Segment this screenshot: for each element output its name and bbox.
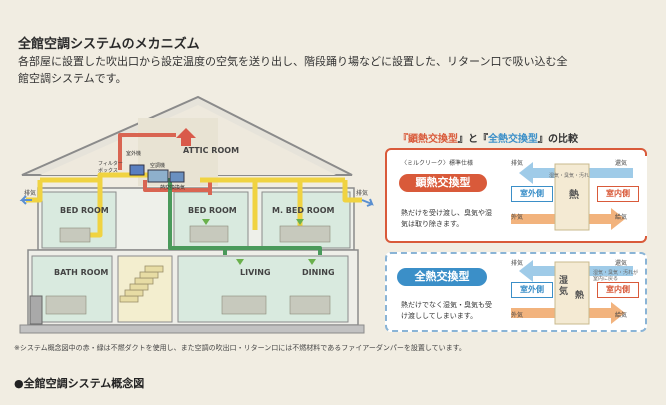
card1-indoor-label: 室内側 <box>597 186 639 202</box>
card1-exhaust-label: 排気 <box>511 160 524 167</box>
heading-suffix: 』の比較 <box>538 134 578 145</box>
exhaust-arrow-left <box>19 195 32 205</box>
figure-caption: ●全館空調システム概念図 <box>14 377 145 390</box>
comparison-heading: 『顕熱交換型』と『全熱交換型』の比較 <box>398 130 578 145</box>
card1-spec-note: 〈ミルクリーク〉標準仕様 <box>401 160 474 167</box>
room-label-dining: DINING <box>302 268 335 277</box>
heading-type2: 全熱交換型 <box>488 134 538 145</box>
card2-intake-label: 外気 <box>511 312 524 319</box>
card1-supply-label: 給気 <box>615 214 628 221</box>
card1-outdoor-label: 室外側 <box>511 186 553 202</box>
room-label-bath: BATH ROOM <box>54 268 109 277</box>
room-label-bed2: BED ROOM <box>188 206 237 215</box>
card2-name-badge: 全熱交換型 <box>397 268 487 286</box>
unit-label-b: フィルター ボックス <box>98 161 123 174</box>
room-label-bed1: BED ROOM <box>60 206 109 215</box>
card2-outdoor-label: 室外側 <box>511 282 553 298</box>
exhaust-arrow-right <box>361 198 374 207</box>
exhaust-label-right: 排気 <box>356 190 369 197</box>
furniture <box>45 225 331 315</box>
page-title: 全館空調システムのメカニズム <box>18 37 200 52</box>
outdoor-unit <box>29 295 43 325</box>
card2-description: 熱だけでなく湿気・臭気も受け渡ししてしまいます。 <box>401 301 492 320</box>
footnote: ※システム概念図中の赤・緑は不燃ダクトを使用し、また空調の吹出口・リターン口には… <box>14 344 466 352</box>
sensible-heat-card: 〈ミルクリーク〉標準仕様 顕熱交換型 熱だけを受け渡し、臭気や湿気は取り除きます… <box>385 148 647 243</box>
card1-intake-label: 外気 <box>511 214 524 221</box>
heading-prefix: 『 <box>398 134 408 145</box>
card2-diagram <box>511 260 633 325</box>
card2-center-label-a: 湿気 <box>559 276 569 297</box>
air-handler <box>147 169 169 183</box>
filter-box <box>129 164 145 176</box>
room-label-attic: ATTIC ROOM <box>183 146 240 155</box>
card1-name-badge: 顕熱交換型 <box>399 174 487 192</box>
attic-arrow <box>176 128 196 146</box>
hvac-unit <box>169 171 185 183</box>
green-duct <box>168 178 322 255</box>
card2-indoor-label: 室内側 <box>597 282 639 298</box>
exhaust-label-left: 排気 <box>24 190 37 197</box>
staircase <box>119 265 164 303</box>
description-text: 各部屋に設置した吹出口から設定温度の空気を送り出し、階段踊り場などに設置した、リ… <box>18 55 568 85</box>
unit-label-a: 室外機 <box>126 151 142 157</box>
card1-description: 熱だけを受け渡し、臭気や湿気は取り除きます。 <box>401 209 492 228</box>
room-label-mbed: M. BED ROOM <box>272 206 335 215</box>
card1-smell-note: 湿気・臭気・汚れ <box>549 173 590 179</box>
card2-smell-note: 湿気・臭気・汚れが室内に戻る <box>593 270 639 282</box>
room-label-living: LIVING <box>240 268 271 277</box>
card2-center-label-b: 熱 <box>575 291 585 301</box>
card2-exhaust-label: 排気 <box>511 260 524 267</box>
card1-center-label: 熱 <box>569 190 579 201</box>
heading-type1: 顕熱交換型 <box>408 134 458 145</box>
card2-supply-label: 給気 <box>615 312 628 319</box>
unit-label-d: 熱交換換気 <box>160 185 186 191</box>
card1-return-label: 還気 <box>615 160 628 167</box>
heading-mid: 』と『 <box>458 134 488 145</box>
card2-return-label: 還気 <box>615 260 628 267</box>
total-heat-card: 全熱交換型 熱だけでなく湿気・臭気も受け渡ししてしまいます。 排気 外気 還気 … <box>385 252 647 332</box>
unit-label-c: 空調機 <box>150 163 166 169</box>
